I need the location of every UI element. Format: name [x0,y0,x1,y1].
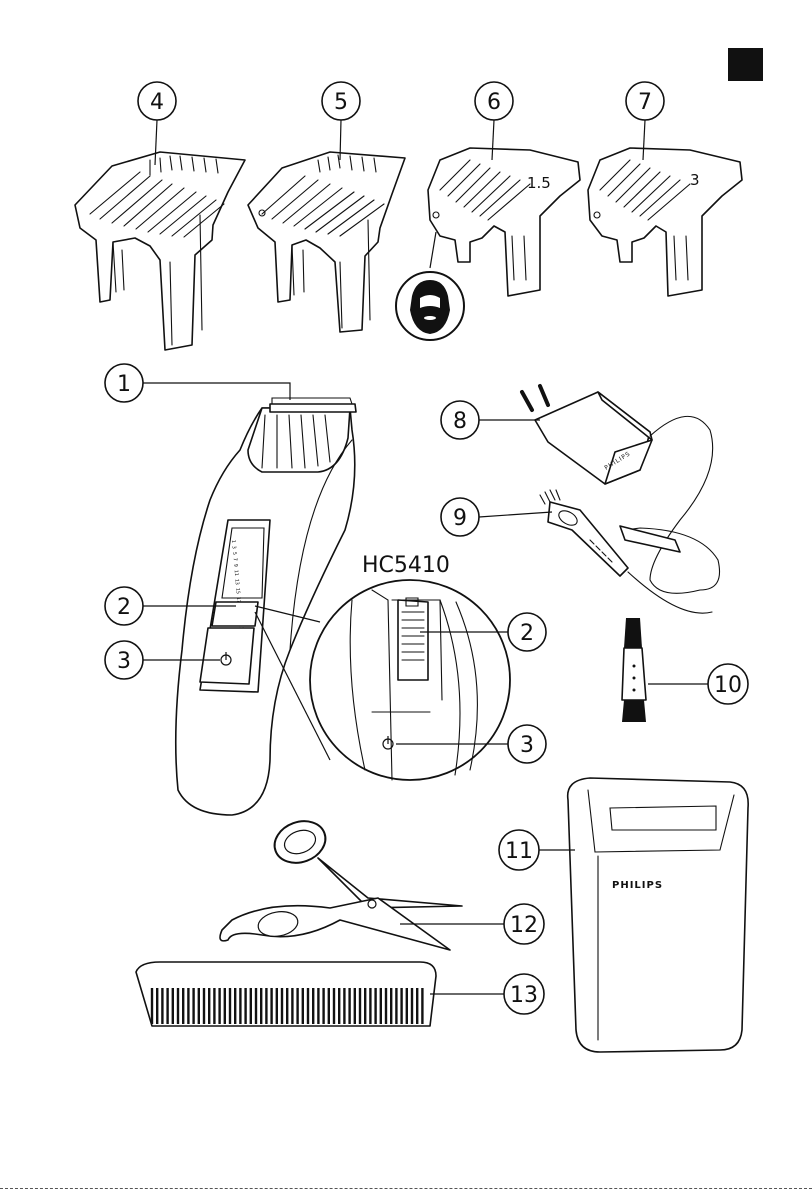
svg-text:3: 3 [117,649,131,674]
svg-text:3: 3 [520,733,534,758]
svg-text:12: 12 [510,913,538,938]
svg-text:5: 5 [334,90,348,115]
comb-5 [248,152,405,332]
svg-text:2: 2 [117,595,131,620]
comb-4 [75,152,245,350]
model-number: HC5410 [362,553,450,578]
comb-7: 3 [588,148,742,296]
comb-7-size-label: 3 [690,171,700,189]
pouch-brand: PHILIPS [612,880,663,891]
cleaning-brush [622,618,646,722]
svg-text:7: 7 [638,90,652,115]
svg-text:8: 8 [453,409,467,434]
svg-text:10: 10 [714,673,742,698]
comb-6: 1.5 [428,148,580,296]
svg-text:4: 4 [150,90,164,115]
callout-1: 1 [105,364,290,402]
appliance-plug [540,490,712,613]
scissors [220,814,462,950]
comb-6-size-label: 1.5 [527,174,551,192]
svg-text:1: 1 [117,372,131,397]
callout-5: 5 [322,82,360,160]
page-cut-line [0,1188,812,1189]
svg-text:9: 9 [453,506,467,531]
callout-13: 13 [430,974,544,1014]
svg-text:2: 2 [520,621,534,646]
svg-text:11: 11 [505,839,533,864]
svg-text:6: 6 [487,90,501,115]
beard-icon [396,232,464,340]
callout-8: 8 [441,401,540,439]
callout-10: 10 [648,664,748,704]
callout-11: 11 [499,830,575,870]
comb [136,962,436,1026]
callout-9: 9 [441,498,552,536]
svg-text:13: 13 [510,983,538,1008]
storage-pouch: PHILIPS [568,778,749,1052]
